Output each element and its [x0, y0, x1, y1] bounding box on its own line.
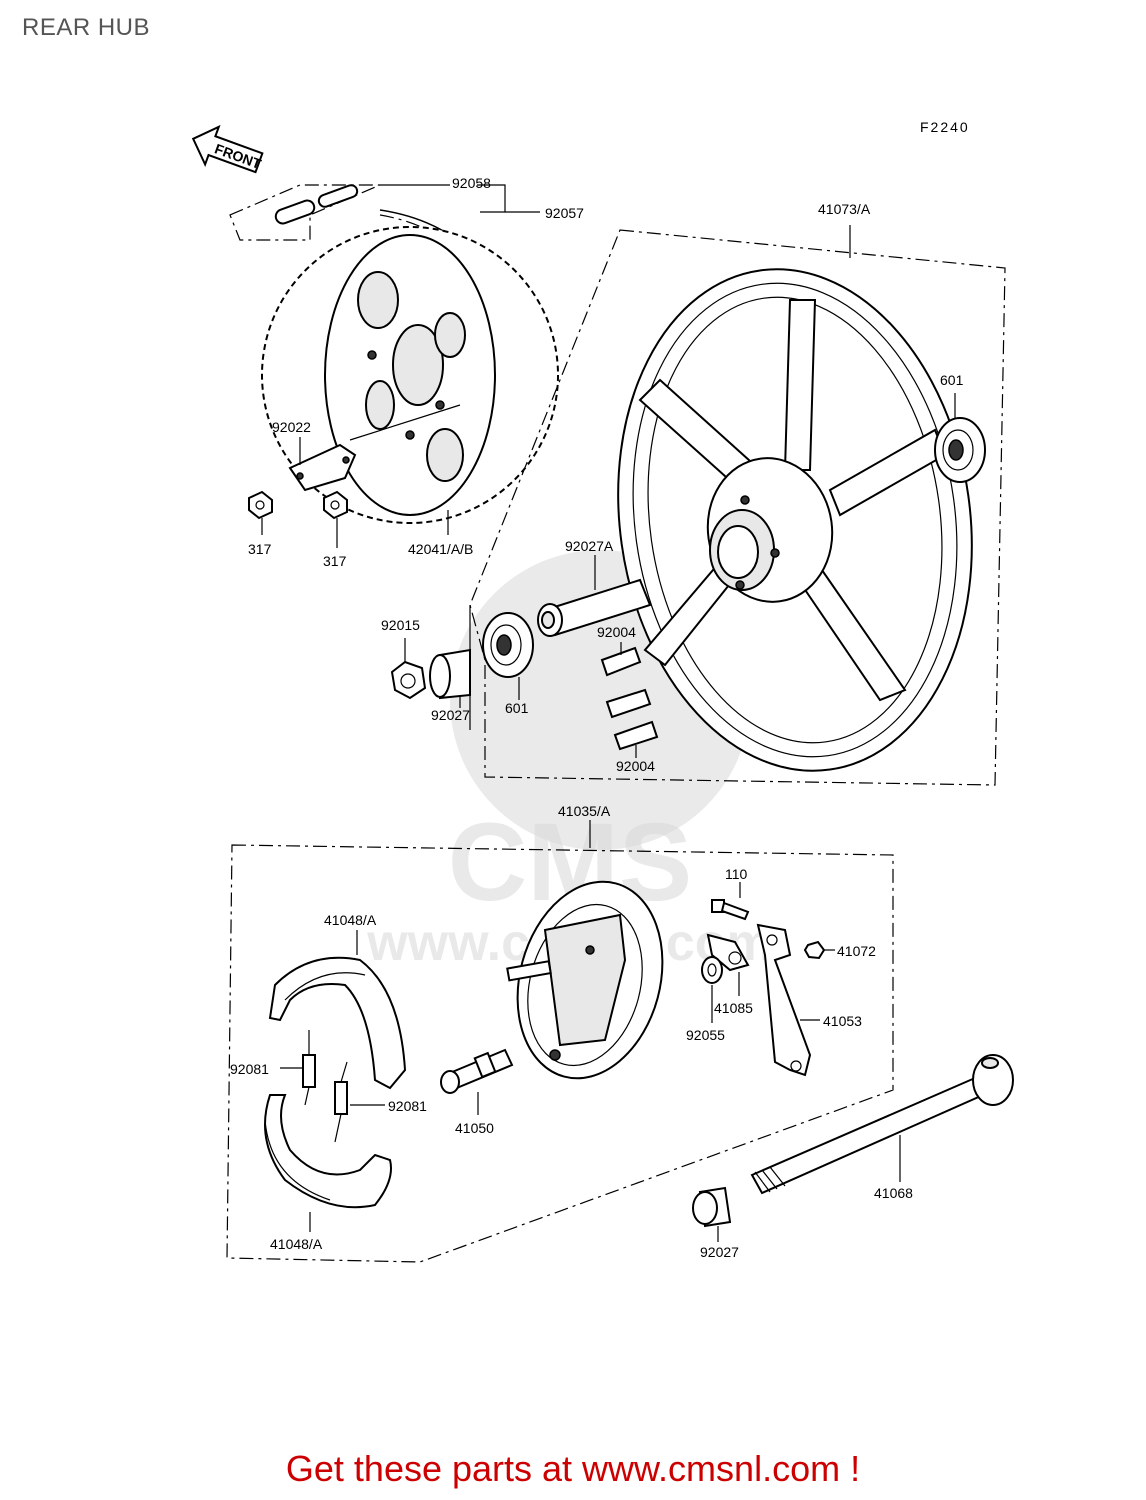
label-92081-left: 92081 [230, 1061, 269, 1077]
bolt-110 [711, 899, 750, 921]
damper-92004-mid [605, 688, 652, 719]
label-41085: 41085 [714, 1000, 753, 1016]
damper-92004-bottom [613, 720, 659, 751]
spring-92081-left [302, 1030, 316, 1106]
label-92057: 92057 [545, 205, 584, 221]
label-92027-upper: 92027 [431, 707, 470, 723]
label-601-left: 601 [505, 700, 529, 716]
label-110: 110 [725, 866, 748, 882]
collar-92027-lower [692, 1186, 732, 1228]
axle-41068 [750, 1054, 1014, 1195]
nut-41072 [803, 940, 826, 960]
label-92027A: 92027A [565, 538, 614, 554]
label-41073: 41073/A [818, 201, 871, 217]
footer-link[interactable]: Get these parts at www.cmsnl.com ! [285, 1448, 861, 1489]
label-92027-lower: 92027 [700, 1244, 739, 1260]
label-92004-top: 92004 [597, 624, 636, 640]
label-41048-lower: 41048/A [270, 1236, 323, 1252]
collar-92027-upper [429, 648, 471, 700]
brake-assembly-boundary [226, 844, 894, 1263]
chain-master-link [229, 184, 381, 241]
label-41048-upper: 41048/A [324, 912, 377, 928]
label-92015: 92015 [381, 617, 420, 633]
brake-panel-41035 [506, 880, 664, 1080]
brake-shoe-41048-lower [264, 1094, 392, 1209]
diagram-code: F2240 [920, 119, 970, 135]
page-title: REAR HUB [22, 14, 151, 41]
bearing-601-left [482, 612, 534, 678]
label-92022: 92022 [272, 419, 311, 435]
label-41035: 41035/A [558, 803, 611, 819]
brake-cam-41050 [440, 1048, 514, 1094]
label-41053: 41053 [823, 1013, 862, 1029]
spring-92081-right [334, 1061, 348, 1143]
label-601-right: 601 [940, 372, 964, 388]
label-92004-bottom: 92004 [616, 758, 655, 774]
label-317-right: 317 [323, 553, 347, 569]
damper-92004-top [600, 646, 642, 677]
indicator-plate-41085 [706, 933, 750, 972]
front-arrow-icon: FRONT [191, 124, 264, 174]
rear-wheel-41073 [617, 268, 973, 772]
label-41068: 41068 [874, 1185, 913, 1201]
brake-shoe-41048-upper [268, 956, 407, 1090]
label-92058: 92058 [452, 175, 491, 191]
nut-317-left [248, 490, 273, 520]
collar-92027A [537, 578, 652, 637]
nut-92015 [390, 660, 427, 700]
wheel-assembly-boundary [469, 229, 1006, 786]
label-42041: 42041/A/B [408, 541, 473, 557]
label-317-left: 317 [248, 541, 272, 557]
label-41050: 41050 [455, 1120, 494, 1136]
label-41072: 41072 [837, 943, 876, 959]
washer-92055 [701, 956, 723, 984]
label-92081-right: 92081 [388, 1098, 427, 1114]
lock-plate-92022 [288, 443, 357, 492]
bearing-601-right [934, 417, 986, 483]
brake-lever-41053 [756, 923, 812, 1077]
rear-sprocket [261, 226, 559, 524]
label-92055: 92055 [686, 1027, 725, 1043]
nut-317-right [323, 490, 348, 520]
